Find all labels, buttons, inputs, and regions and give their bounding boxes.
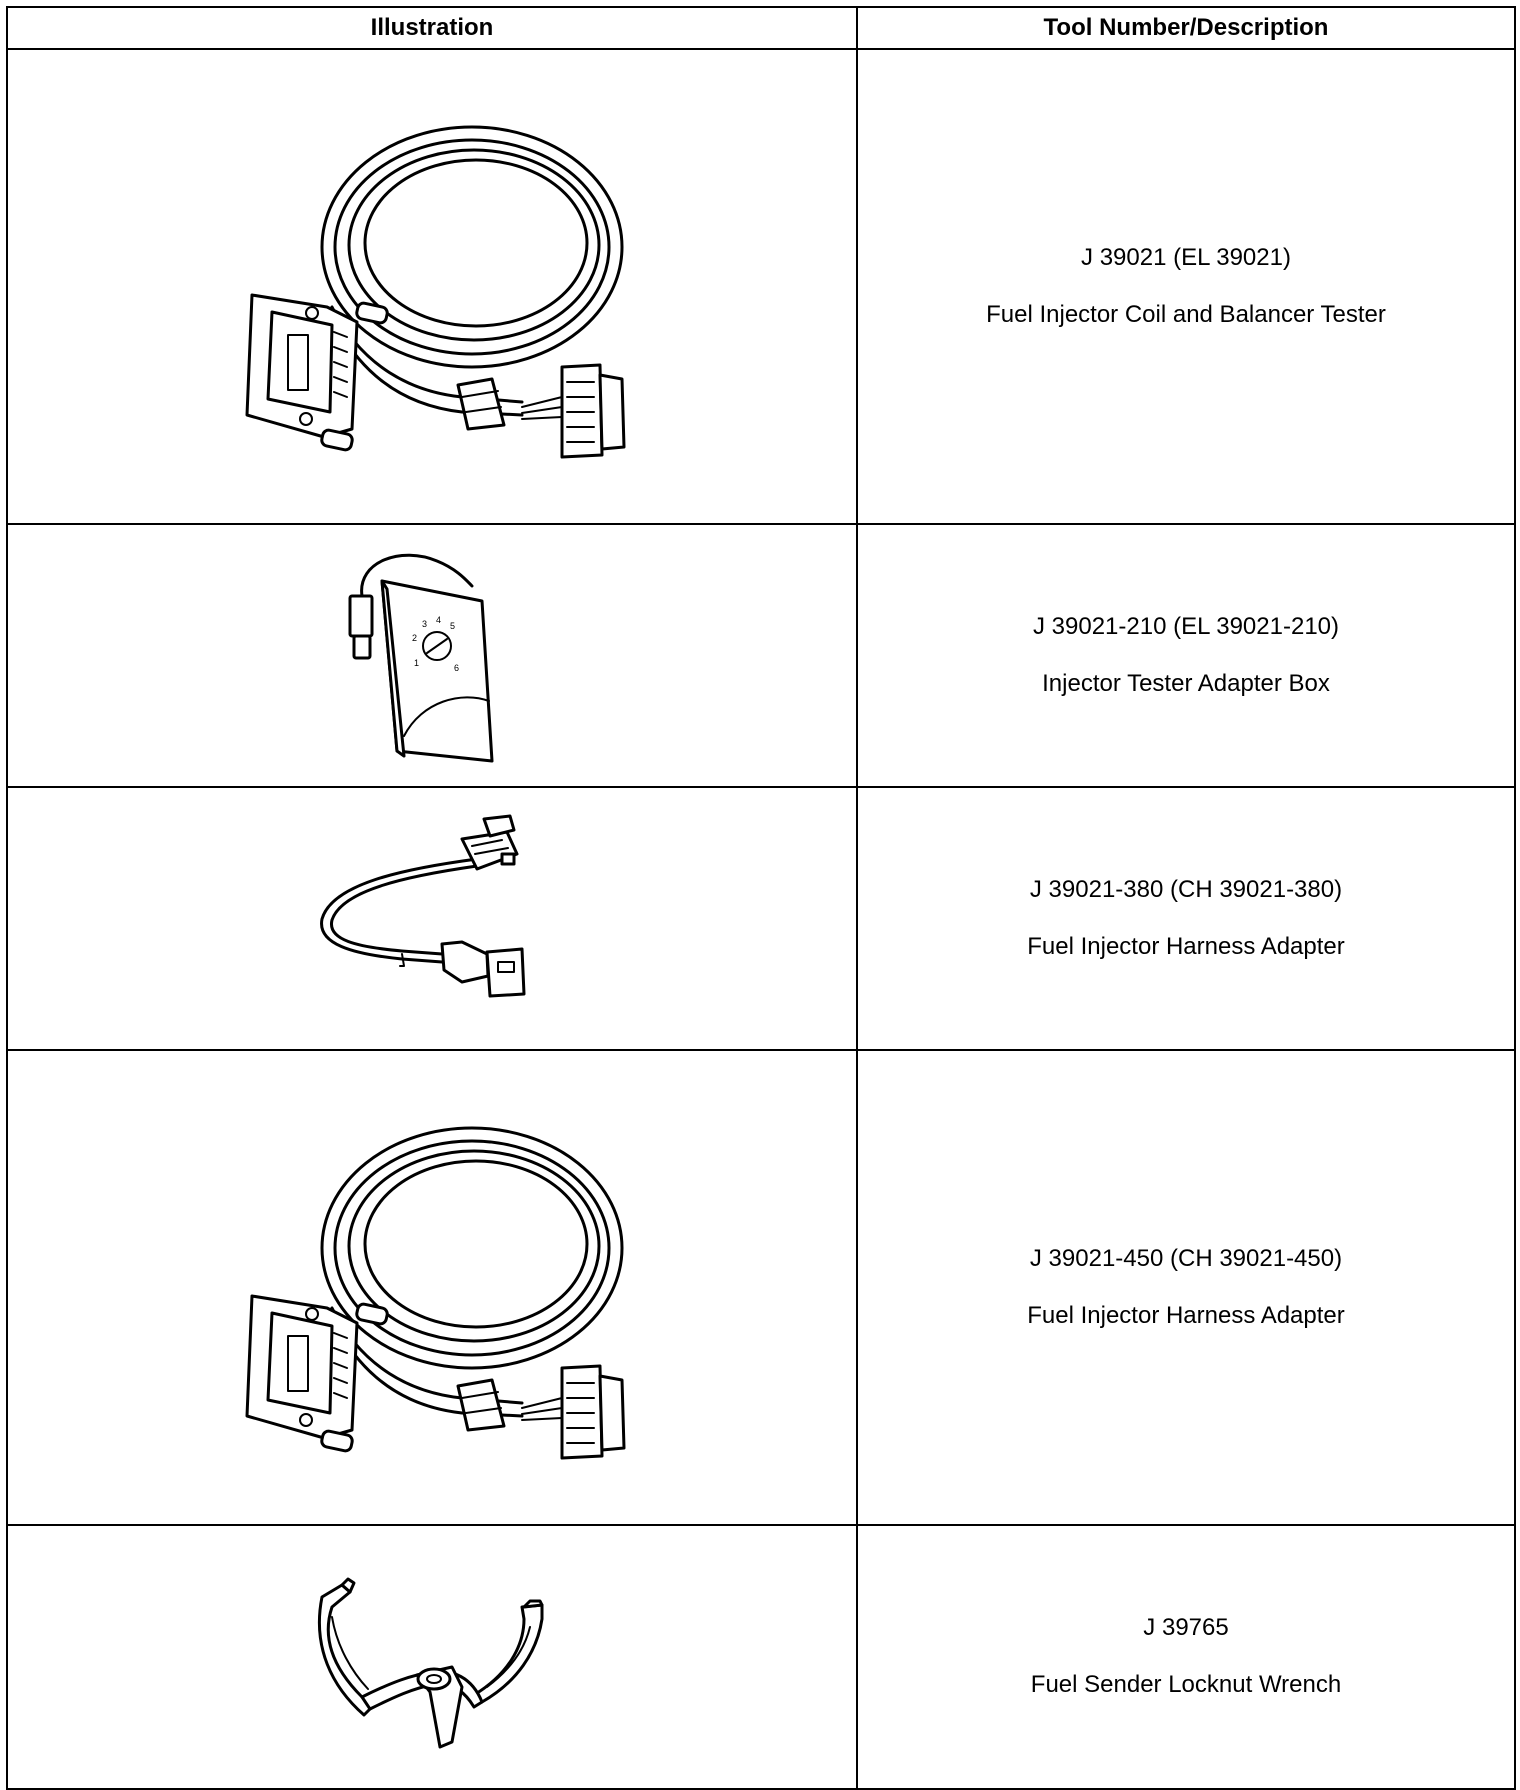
tool-description-cell: J 39021-450 (CH 39021-450) Fuel Injector… [856,1049,1516,1526]
table-row: J 39765 Fuel Sender Locknut Wrench [6,1524,1516,1790]
tool-description-cell: J 39021-210 (EL 39021-210) Injector Test… [856,523,1516,788]
illustration-column-header: Illustration [6,6,858,50]
tool-number: J 39021-380 (CH 39021-380) [1029,875,1343,903]
illustration-cell [6,786,858,1051]
dial-number-3: 3 [422,619,427,629]
special-tools-table: Illustration Tool Number/Description [6,6,1516,1790]
tool-description-cell: J 39021 (EL 39021) Fuel Injector Coil an… [856,48,1516,525]
tool-description-cell: J 39765 Fuel Sender Locknut Wrench [856,1524,1516,1790]
tool-number: J 39021-210 (EL 39021-210) [1033,612,1339,640]
dial-number-6: 6 [454,663,459,673]
illustration-cell [6,1049,858,1526]
table-row: J 39021-380 (CH 39021-380) Fuel Injector… [6,786,1516,1051]
illustration-cell [6,48,858,525]
dial-number-5: 5 [450,621,455,631]
tool-description: Injector Tester Adapter Box [1042,669,1330,697]
harness-cable-coil-icon [245,125,626,458]
dial-number-1: 1 [414,658,419,668]
table-row: 1 2 3 4 5 6 J 39021-210 (EL 39021-210) I… [6,523,1516,788]
tool-description: Fuel Injector Harness Adapter [1027,1301,1345,1329]
tool-description: Fuel Injector Harness Adapter [1027,932,1345,960]
locknut-wrench-icon [317,1577,544,1749]
dial-number-2: 2 [412,633,417,643]
harness-adapter-cable-icon [320,814,526,997]
illustration-cell [6,1524,858,1790]
table-header-row: Illustration Tool Number/Description [6,6,1516,50]
tool-number: J 39021-450 (CH 39021-450) [1029,1244,1343,1272]
adapter-box-icon: 1 2 3 4 5 6 [348,553,494,762]
tool-description: Fuel Sender Locknut Wrench [1030,1671,1342,1698]
illustration-cell: 1 2 3 4 5 6 [6,523,858,788]
harness-cable-coil-icon [245,1126,626,1459]
table-row: J 39021 (EL 39021) Fuel Injector Coil an… [6,48,1516,525]
tool-description: Fuel Injector Coil and Balancer Tester [986,300,1386,328]
tool-description-cell: J 39021-380 (CH 39021-380) Fuel Injector… [856,786,1516,1051]
tool-description-column-header: Tool Number/Description [856,6,1516,50]
tool-number: J 39765 [1143,1614,1229,1642]
tool-number: J 39021 (EL 39021) [1081,243,1291,271]
dial-number-4: 4 [436,615,441,625]
table-row: J 39021-450 (CH 39021-450) Fuel Injector… [6,1049,1516,1526]
